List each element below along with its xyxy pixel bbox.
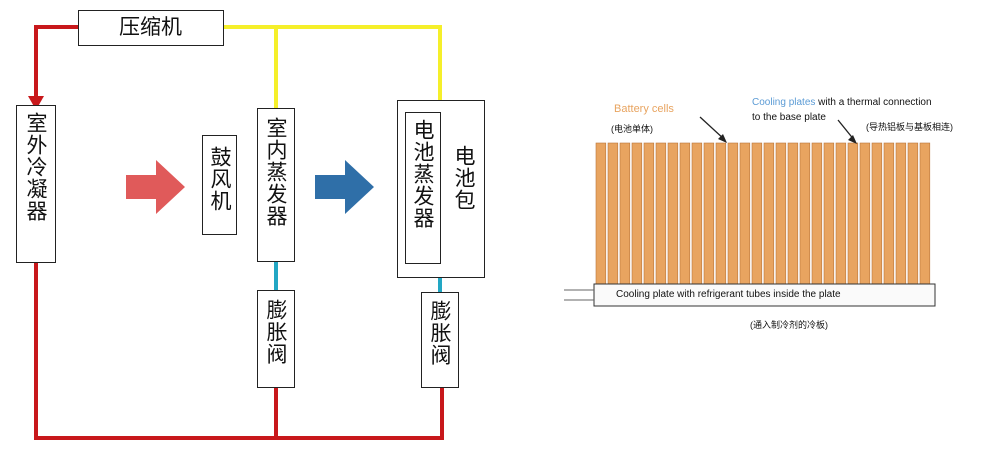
battery-cell: [763, 142, 775, 285]
battery-cells-group: [595, 142, 931, 285]
airflow-arrow-red: [126, 160, 185, 214]
battery-cell: [775, 142, 787, 285]
indoor-evaporator-box: 室内蒸发器: [257, 108, 295, 262]
battery-evaporator-label: 电池蒸发器: [411, 119, 435, 229]
battery-cell: [811, 142, 823, 285]
battery-cells-pointer-line: [699, 116, 726, 141]
battery-cell: [751, 142, 763, 285]
battery-cell: [895, 142, 907, 285]
blower-box: 鼓风机: [202, 135, 237, 235]
expansion-valve-1-label: 膨胀阀: [264, 299, 288, 365]
cooling-plates-cn-label: (导热铝板与基板相连): [866, 122, 953, 132]
battery-cell: [691, 142, 703, 285]
battery-pack-label: 电池包: [452, 145, 476, 211]
battery-cell: [871, 142, 883, 285]
battery-cell: [799, 142, 811, 285]
battery-cell: [631, 142, 643, 285]
indoor-evaporator-label: 室内蒸发器: [264, 117, 288, 227]
cooling-plates-highlight: Cooling plates: [752, 97, 816, 108]
cooling-plates-label-line1: Cooling plates with a thermal connection: [752, 97, 932, 108]
battery-cell: [883, 142, 895, 285]
battery-cell: [619, 142, 631, 285]
battery-cell: [703, 142, 715, 285]
suction-pipe: [224, 25, 442, 100]
cooling-plates-pointer-head: [848, 135, 857, 144]
base-plate-label: Cooling plate with refrigerant tubes ins…: [616, 289, 841, 300]
battery-cell: [715, 142, 727, 285]
battery-cell: [907, 142, 919, 285]
condenser-box: 室外冷凝器: [16, 105, 56, 263]
battery-cell: [835, 142, 847, 285]
airflow-arrow-blue: [315, 160, 374, 214]
base-plate-cn-label: (通入制冷剂的冷板): [750, 320, 828, 330]
compressor-box: 压缩机: [78, 10, 224, 46]
battery-cell: [847, 142, 859, 285]
condenser-label: 室外冷凝器: [24, 112, 48, 222]
liquid-return-pipe: [34, 262, 444, 440]
battery-cell: [727, 142, 739, 285]
battery-cell: [655, 142, 667, 285]
expansion-valve-2-label: 膨胀阀: [428, 300, 452, 366]
base-cooling-plate: [593, 283, 936, 307]
battery-cells-pointer-head: [718, 134, 727, 143]
compressor-label: 压缩机: [119, 15, 182, 39]
pipe-arrow-down: [28, 96, 44, 110]
battery-cells-cn-label: (电池单体): [611, 124, 653, 134]
cooling-plates-label-line2: to the base plate: [752, 112, 826, 123]
battery-cell: [823, 142, 835, 285]
battery-cell: [859, 142, 871, 285]
expansion-valve-2-box: 膨胀阀: [421, 292, 459, 388]
battery-cell: [643, 142, 655, 285]
battery-cell: [679, 142, 691, 285]
battery-evaporator-box: 电池蒸发器: [405, 112, 441, 264]
high-pressure-pipe: [34, 25, 78, 105]
battery-cell: [595, 142, 607, 285]
battery-cell: [667, 142, 679, 285]
expansion-valve-1-box: 膨胀阀: [257, 290, 295, 388]
battery-cell: [607, 142, 619, 285]
battery-cells-label: Battery cells: [614, 103, 674, 115]
blower-label: 鼓风机: [208, 146, 232, 212]
battery-cell: [787, 142, 799, 285]
cooling-plates-rest-1: with a thermal connection: [815, 97, 932, 108]
battery-cell: [919, 142, 931, 285]
battery-cell: [739, 142, 751, 285]
